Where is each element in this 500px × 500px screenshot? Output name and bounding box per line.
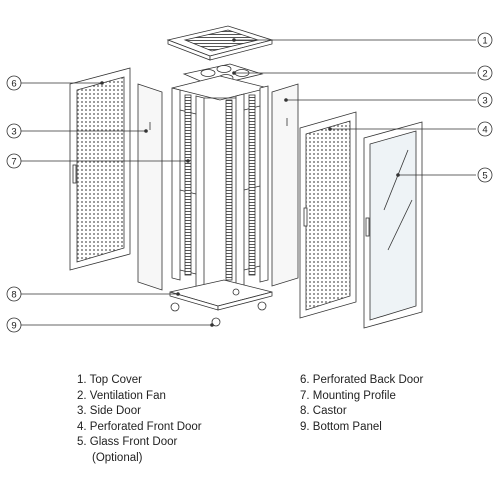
glass-front-door (363, 121, 423, 329)
perforated-back-door (69, 67, 131, 271)
legend-item-9: 9. Bottom Panel (300, 420, 382, 433)
leader-dots (100, 38, 400, 327)
castors (170, 288, 267, 327)
legend-item-2: 2. Ventilation Fan (77, 389, 166, 402)
legend-right: 6. Perforated Back Door 7. Mounting Prof… (300, 373, 423, 435)
callout-8-number: 8 (11, 290, 16, 301)
legend-item-3: 3. Side Door (77, 405, 141, 417)
callout-7: 7 (6, 153, 22, 169)
legend-item-5: 5. Glass Front Door (77, 436, 178, 448)
callout-9-number: 9 (11, 321, 16, 332)
legend-left: 1. Top Cover 2. Ventilation Fan 3. Side … (77, 373, 202, 466)
callout-3-left-number: 3 (11, 127, 16, 138)
callout-6-number: 6 (11, 79, 16, 90)
side-door-left (137, 83, 163, 291)
legend-item-6: 6. Perforated Back Door (300, 374, 424, 386)
cabinet-frame (171, 75, 269, 293)
callout-4-number: 4 (482, 125, 487, 136)
callout-8: 8 (6, 286, 22, 302)
legend-item-4: 4. Perforated Front Door (77, 420, 202, 433)
callout-3-left: 3 (6, 123, 22, 139)
legend-item-5-note: (Optional) (92, 451, 143, 464)
callout-5: 5 (477, 167, 493, 183)
callout-3-right: 3 (477, 92, 493, 108)
legend-item-1: 1. Top Cover (77, 374, 142, 386)
callout-2-number: 2 (482, 69, 487, 80)
callout-3-right-number: 3 (482, 96, 487, 107)
callout-1-number: 1 (482, 36, 487, 47)
callout-1: 1 (477, 32, 493, 48)
callout-5-number: 5 (482, 171, 487, 182)
mounting-profile (184, 94, 256, 281)
legend-item-8: 8. Castor (300, 405, 347, 417)
side-door-right (271, 83, 299, 287)
leader-lines (20, 39, 476, 326)
callout-4: 4 (477, 121, 493, 137)
callout-7-number: 7 (11, 157, 16, 168)
bottom-panel (169, 279, 273, 311)
callout-6: 6 (6, 75, 22, 91)
top-cover (166, 25, 274, 61)
legend-item-7: 7. Mounting Profile (300, 389, 396, 402)
perforated-front-door (299, 111, 357, 319)
callout-9: 9 (6, 317, 22, 333)
callout-2: 2 (477, 65, 493, 81)
